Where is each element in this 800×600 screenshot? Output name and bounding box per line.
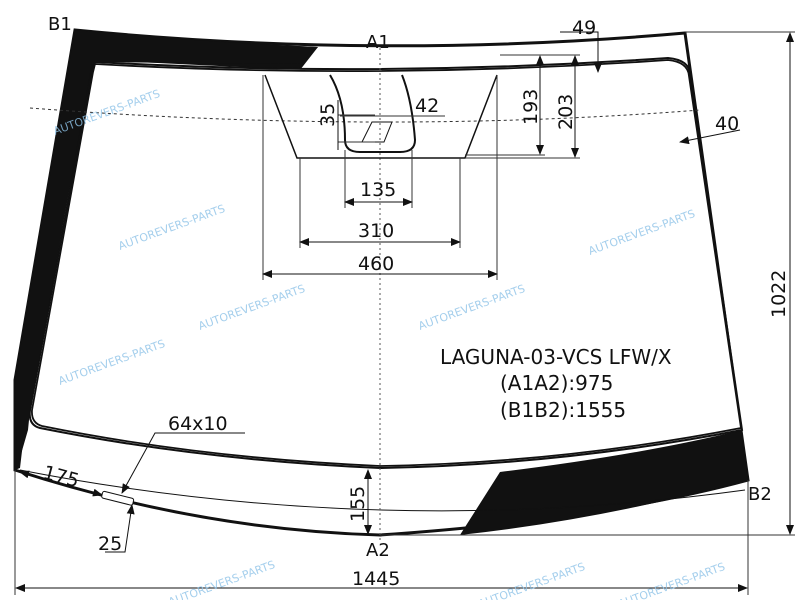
extension-lines — [14, 31, 795, 595]
leader-64x10 — [121, 432, 245, 494]
dim-310-label: 310 — [358, 220, 394, 242]
dim-155-label: 155 — [347, 486, 369, 522]
dim-42-label: 42 — [415, 95, 439, 117]
dim-1022-label: 1022 — [768, 270, 790, 318]
dim-203-label: 203 — [555, 94, 577, 130]
dim-49-label: 49 — [572, 17, 596, 39]
watermark-text: AUTOREVERS-PARTS — [617, 560, 727, 600]
dim-line-40 — [679, 129, 741, 145]
dim-25-label: 25 — [98, 533, 122, 555]
leader-25 — [105, 504, 135, 553]
sensor-area-outline — [264, 74, 498, 159]
dim-40-label: 40 — [715, 113, 739, 135]
dim-193-label: 193 — [520, 89, 542, 125]
point-b2-label: B2 — [748, 484, 772, 505]
leader-49 — [560, 31, 599, 36]
part-name: LAGUNA-03-VCS LFW/X — [440, 345, 672, 369]
sensor-pad-64x10 — [101, 490, 135, 506]
dim-line-175 — [19, 470, 103, 497]
dim-135-label: 135 — [360, 179, 396, 201]
dim-1445-label: 1445 — [352, 568, 400, 590]
dim-64x10-label: 64x10 — [168, 413, 228, 435]
viewing-area — [31, 59, 743, 467]
camera-window — [361, 121, 393, 143]
b1b2-measure: (B1B2):1555 — [500, 398, 626, 422]
dim-460-label: 460 — [358, 253, 394, 275]
dim-35-label: 35 — [317, 103, 339, 127]
point-a2-label: A2 — [366, 540, 390, 561]
black-band-right — [460, 120, 748, 535]
watermark-text: AUTOREVERS-PARTS — [167, 558, 277, 600]
a1a2-measure: (A1A2):975 — [500, 371, 613, 395]
point-a1-label: A1 — [366, 32, 390, 53]
watermark-text: AUTOREVERS-PARTS — [477, 560, 587, 600]
point-b1-label: B1 — [48, 14, 72, 35]
